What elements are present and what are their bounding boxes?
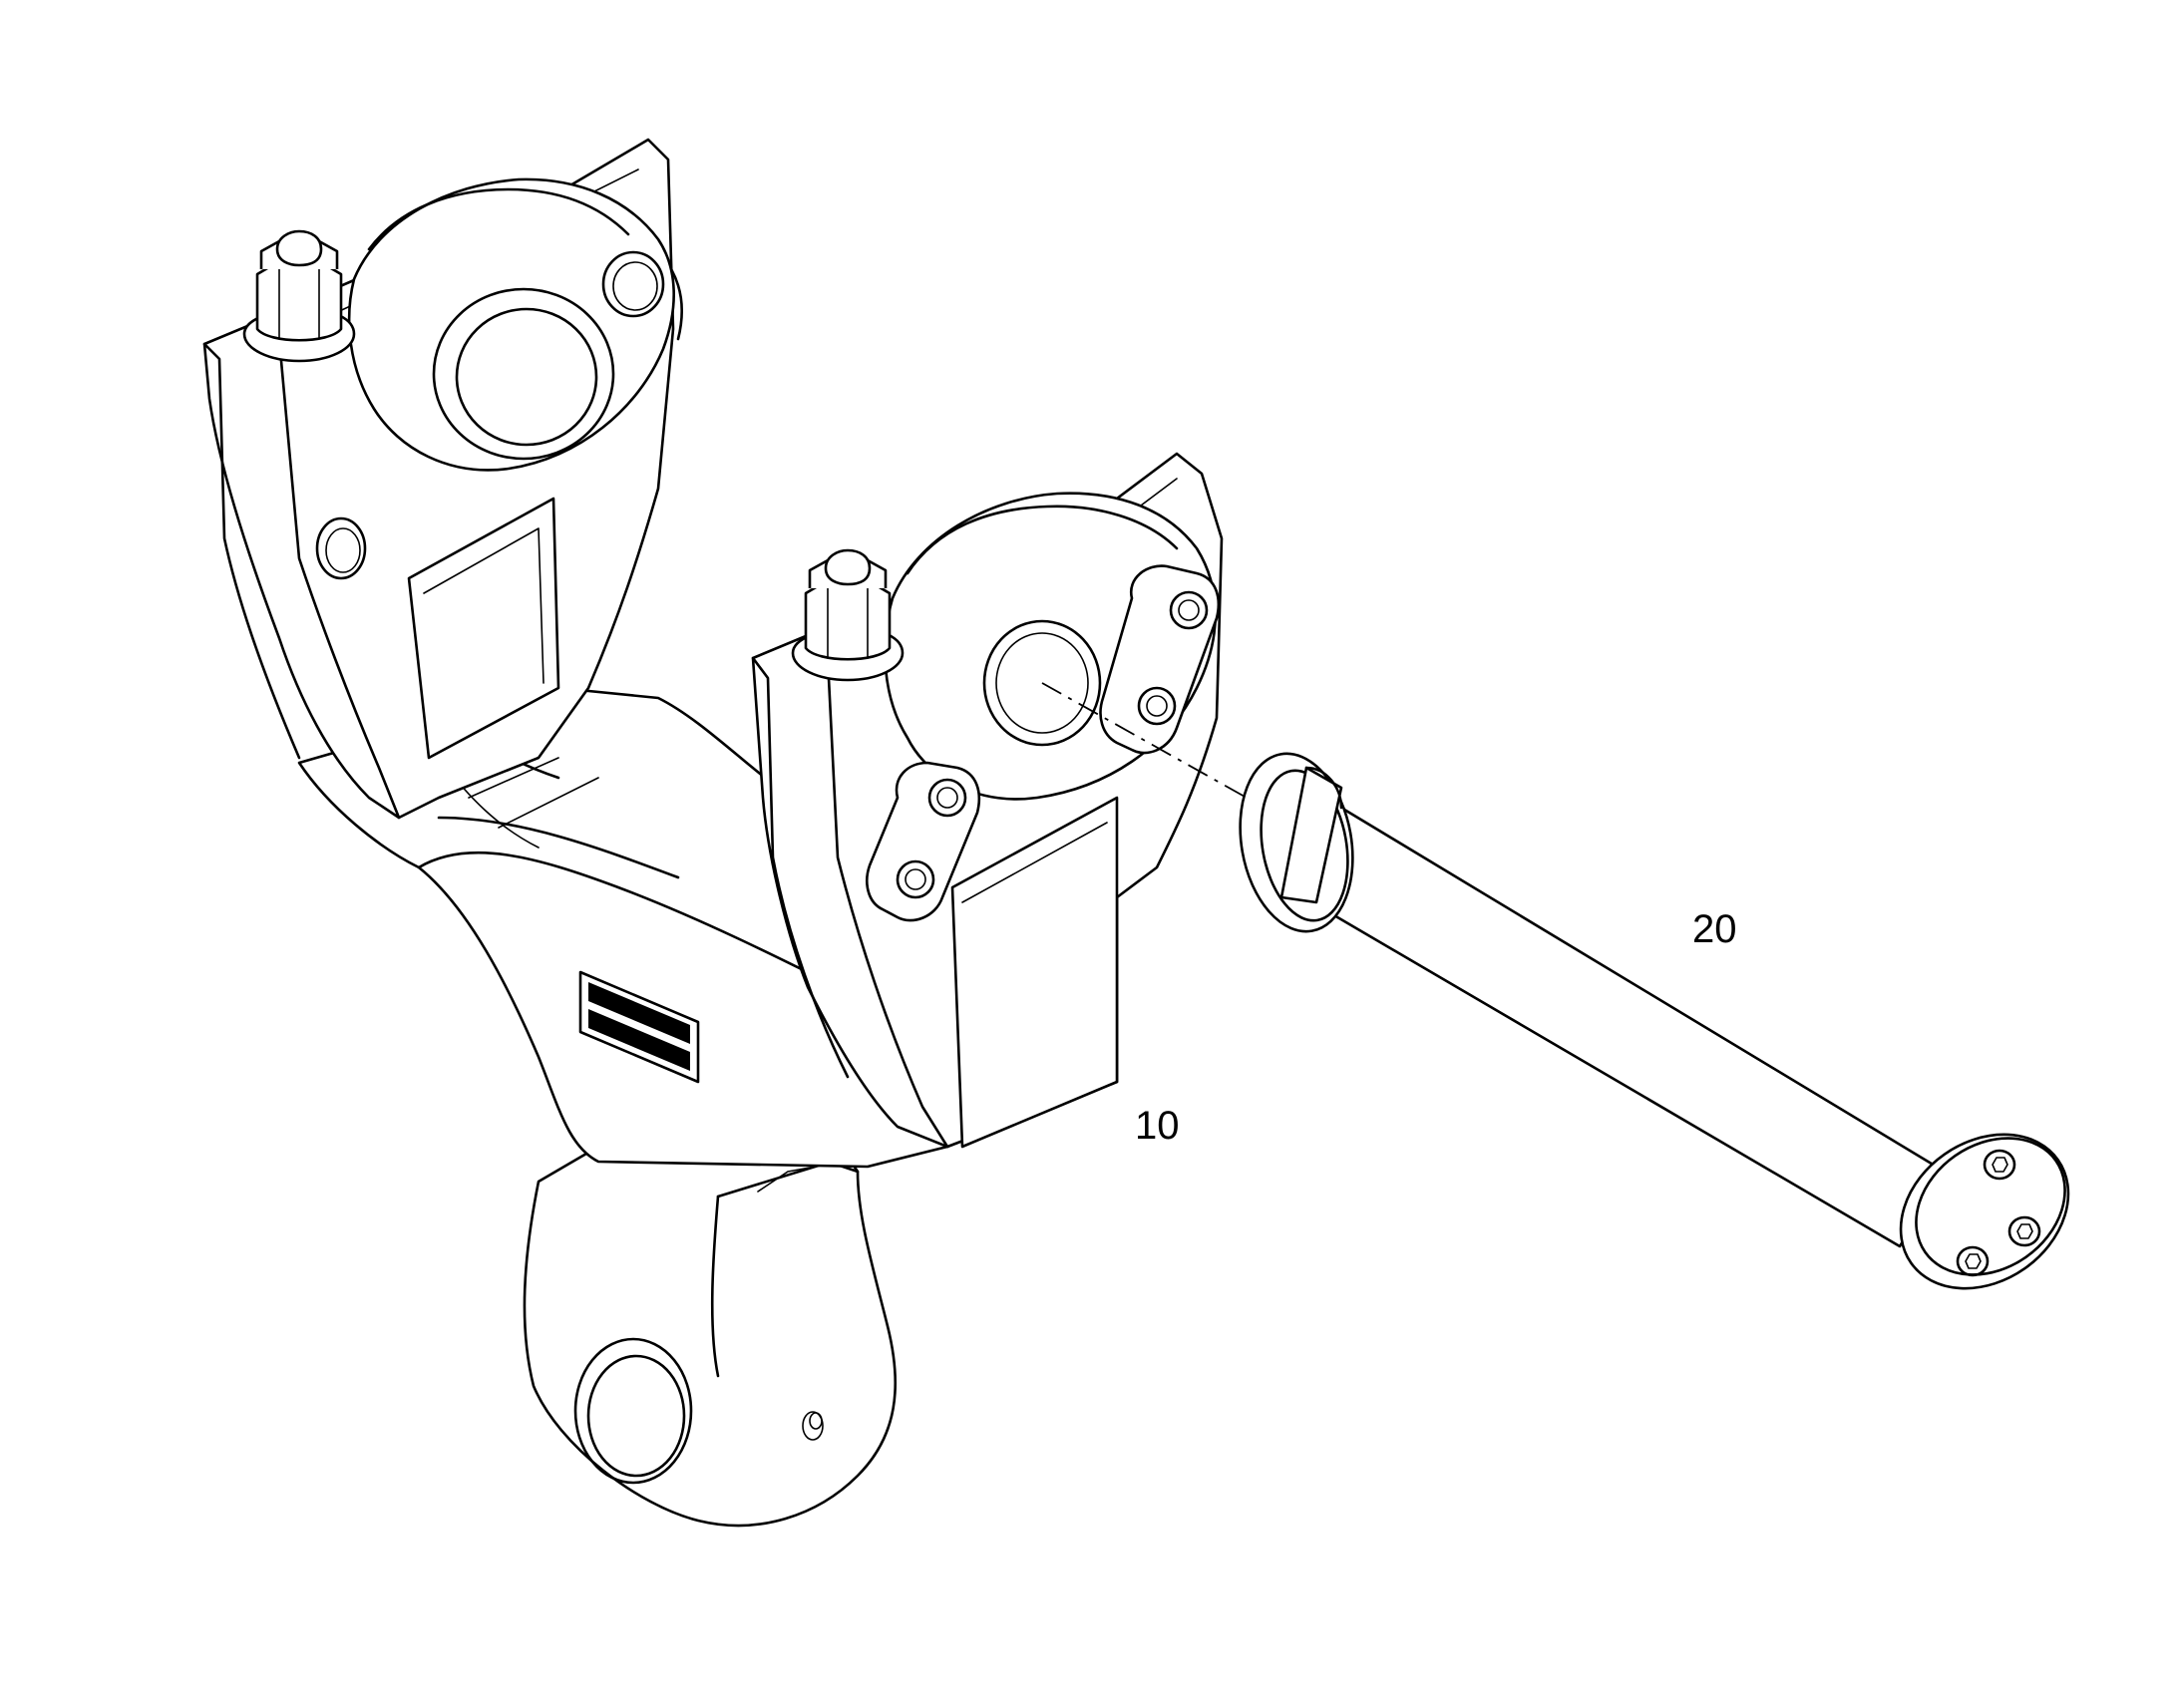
left-upper-bore: [455, 307, 598, 447]
left-upper-bore-outer: [432, 287, 615, 461]
bracket-part-10: [202, 138, 1224, 1528]
hex-bolt-icon: [1137, 686, 1177, 726]
callout-10: 10: [1135, 1104, 1180, 1148]
right-upper-bore: [982, 619, 1102, 747]
pin-end-plate: [1899, 1133, 2070, 1290]
left-side-hole: [315, 516, 367, 580]
right-lock-plate-lower: [866, 761, 981, 922]
right-bolt-nut: [791, 548, 905, 682]
grease-hole: [802, 1411, 824, 1441]
name-plate: [578, 970, 700, 1084]
hex-bolt-icon: [896, 859, 935, 899]
socket-screw-icon: [1983, 1149, 2016, 1181]
hex-bolt-icon: [1169, 590, 1209, 630]
pin-shaft: [1284, 791, 1947, 1248]
assembly-centerline: [1041, 682, 1248, 799]
hex-bolt-icon: [927, 778, 967, 818]
left-window-recess: [407, 497, 560, 760]
lower-eye-outer: [573, 1337, 693, 1485]
bracket-lower-arm: [523, 1145, 898, 1528]
left-upper-small-hole: [601, 250, 665, 318]
socket-screw-icon: [1956, 1245, 1990, 1277]
right-lock-plate-upper: [1099, 564, 1221, 755]
callout-20: 20: [1692, 907, 1737, 951]
socket-screw-icon: [2007, 1215, 2041, 1247]
lower-eye-inner: [586, 1354, 686, 1478]
left-bolt-nut: [242, 229, 356, 363]
pin-part-20: [1239, 752, 2070, 1290]
end-plate-screws: [1956, 1149, 2041, 1277]
